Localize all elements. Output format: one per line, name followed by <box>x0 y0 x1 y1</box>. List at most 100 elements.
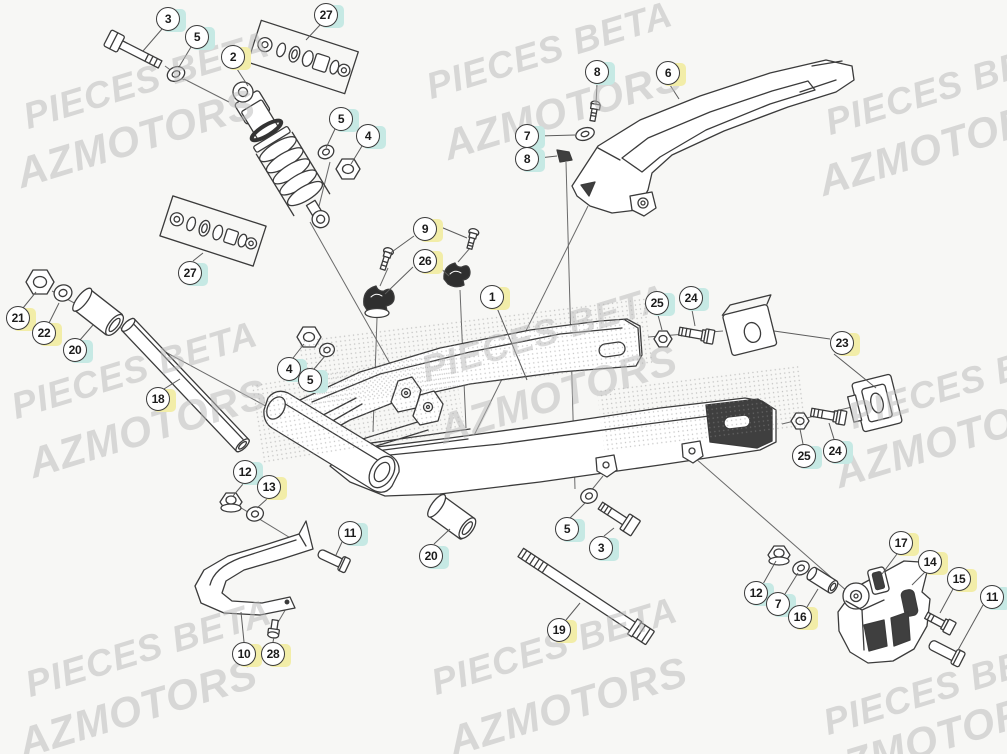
callout-12[interactable]: 12 <box>744 581 774 606</box>
callout-number: 12 <box>233 460 257 484</box>
pivot-tube-18 <box>120 317 250 453</box>
callout-5[interactable]: 5 <box>555 517 585 542</box>
bushing-20 <box>72 287 125 336</box>
screw-9 <box>466 227 480 250</box>
callout-18[interactable]: 18 <box>146 387 176 412</box>
callout-19[interactable]: 19 <box>547 618 577 643</box>
screw-9 <box>379 247 394 271</box>
callout-number: 13 <box>257 475 281 499</box>
nut-12 <box>219 492 243 513</box>
callout-11[interactable]: 11 <box>980 585 1007 610</box>
callout-4[interactable]: 4 <box>277 357 307 382</box>
callout-number: 20 <box>419 544 443 568</box>
callout-14[interactable]: 14 <box>918 550 948 575</box>
callout-number: 27 <box>314 3 338 27</box>
callout-number: 18 <box>146 387 170 411</box>
callout-25[interactable]: 25 <box>792 444 822 469</box>
callout-25[interactable]: 25 <box>645 291 675 316</box>
clip-17 <box>867 566 890 595</box>
callout-number: 20 <box>63 338 87 362</box>
callout-3[interactable]: 3 <box>589 536 619 561</box>
rivet-8 <box>556 149 573 163</box>
callout-7[interactable]: 7 <box>515 124 545 149</box>
bolt-3 <box>597 501 641 537</box>
callout-24[interactable]: 24 <box>679 286 709 311</box>
callout-8[interactable]: 8 <box>585 60 615 85</box>
callout-number: 24 <box>679 286 703 310</box>
callout-5[interactable]: 5 <box>185 25 215 50</box>
washer-5 <box>580 488 598 504</box>
callout-12[interactable]: 12 <box>233 460 263 485</box>
callout-number: 3 <box>156 7 180 31</box>
callout-28[interactable]: 28 <box>261 642 291 667</box>
callout-number: 15 <box>947 567 971 591</box>
callout-11[interactable]: 11 <box>338 521 368 546</box>
callout-number: 28 <box>261 642 285 666</box>
callout-number: 5 <box>298 368 322 392</box>
callout-number: 14 <box>918 550 942 574</box>
callout-20[interactable]: 20 <box>419 544 449 569</box>
chain-guide <box>837 560 931 664</box>
washer-7 <box>575 126 595 142</box>
callout-number: 6 <box>656 61 680 85</box>
callout-number: 9 <box>413 217 437 241</box>
callout-number: 7 <box>515 124 539 148</box>
callout-number: 25 <box>645 291 669 315</box>
callout-26[interactable]: 26 <box>413 249 443 274</box>
spacer-16 <box>806 566 839 594</box>
callout-number: 24 <box>823 439 847 463</box>
callout-1[interactable]: 1 <box>480 285 510 310</box>
callout-number: 17 <box>889 531 913 555</box>
adjuster-block-23 <box>721 294 778 356</box>
callout-5[interactable]: 5 <box>298 368 328 393</box>
screw-8 <box>589 100 601 122</box>
callout-10[interactable]: 10 <box>232 642 262 667</box>
callout-22[interactable]: 22 <box>32 321 62 346</box>
callout-3[interactable]: 3 <box>156 7 186 32</box>
callout-17[interactable]: 17 <box>889 531 919 556</box>
callout-number: 11 <box>338 521 362 545</box>
callout-21[interactable]: 21 <box>6 306 36 331</box>
callout-6[interactable]: 6 <box>656 61 686 86</box>
callout-9[interactable]: 9 <box>413 217 443 242</box>
callout-number: 25 <box>792 444 816 468</box>
callout-number: 10 <box>232 642 256 666</box>
rear-axle-bolt-19 <box>517 547 655 645</box>
callout-number: 19 <box>547 618 571 642</box>
callout-24[interactable]: 24 <box>823 439 853 464</box>
callout-13[interactable]: 13 <box>257 475 287 500</box>
callout-number: 12 <box>744 581 768 605</box>
chain-slider <box>194 520 314 616</box>
callout-number: 4 <box>277 357 301 381</box>
callout-4[interactable]: 4 <box>356 124 386 149</box>
callout-27[interactable]: 27 <box>314 3 344 28</box>
callout-16[interactable]: 16 <box>788 605 818 630</box>
nut-25 <box>653 330 673 348</box>
callout-number: 4 <box>356 124 380 148</box>
bolt-24 <box>809 407 848 426</box>
callout-number: 8 <box>585 60 609 84</box>
cable-clip-26 <box>443 262 471 288</box>
callout-7[interactable]: 7 <box>766 592 796 617</box>
pin-11 <box>928 640 966 668</box>
washer-5 <box>166 65 186 83</box>
callout-23[interactable]: 23 <box>830 331 860 356</box>
callout-number: 16 <box>788 605 812 629</box>
bolt-3 <box>103 29 163 69</box>
callout-5[interactable]: 5 <box>329 107 359 132</box>
washer-7 <box>792 560 810 576</box>
callout-number: 11 <box>980 585 1004 609</box>
callout-8[interactable]: 8 <box>515 147 545 172</box>
screw-15 <box>923 611 957 636</box>
callout-27[interactable]: 27 <box>178 261 208 286</box>
callout-2[interactable]: 2 <box>221 45 251 70</box>
callout-number: 21 <box>6 306 30 330</box>
nut-4 <box>335 158 361 180</box>
leader-lines <box>22 24 984 651</box>
callout-number: 8 <box>515 147 539 171</box>
callout-15[interactable]: 15 <box>947 567 977 592</box>
callout-20[interactable]: 20 <box>63 338 93 363</box>
